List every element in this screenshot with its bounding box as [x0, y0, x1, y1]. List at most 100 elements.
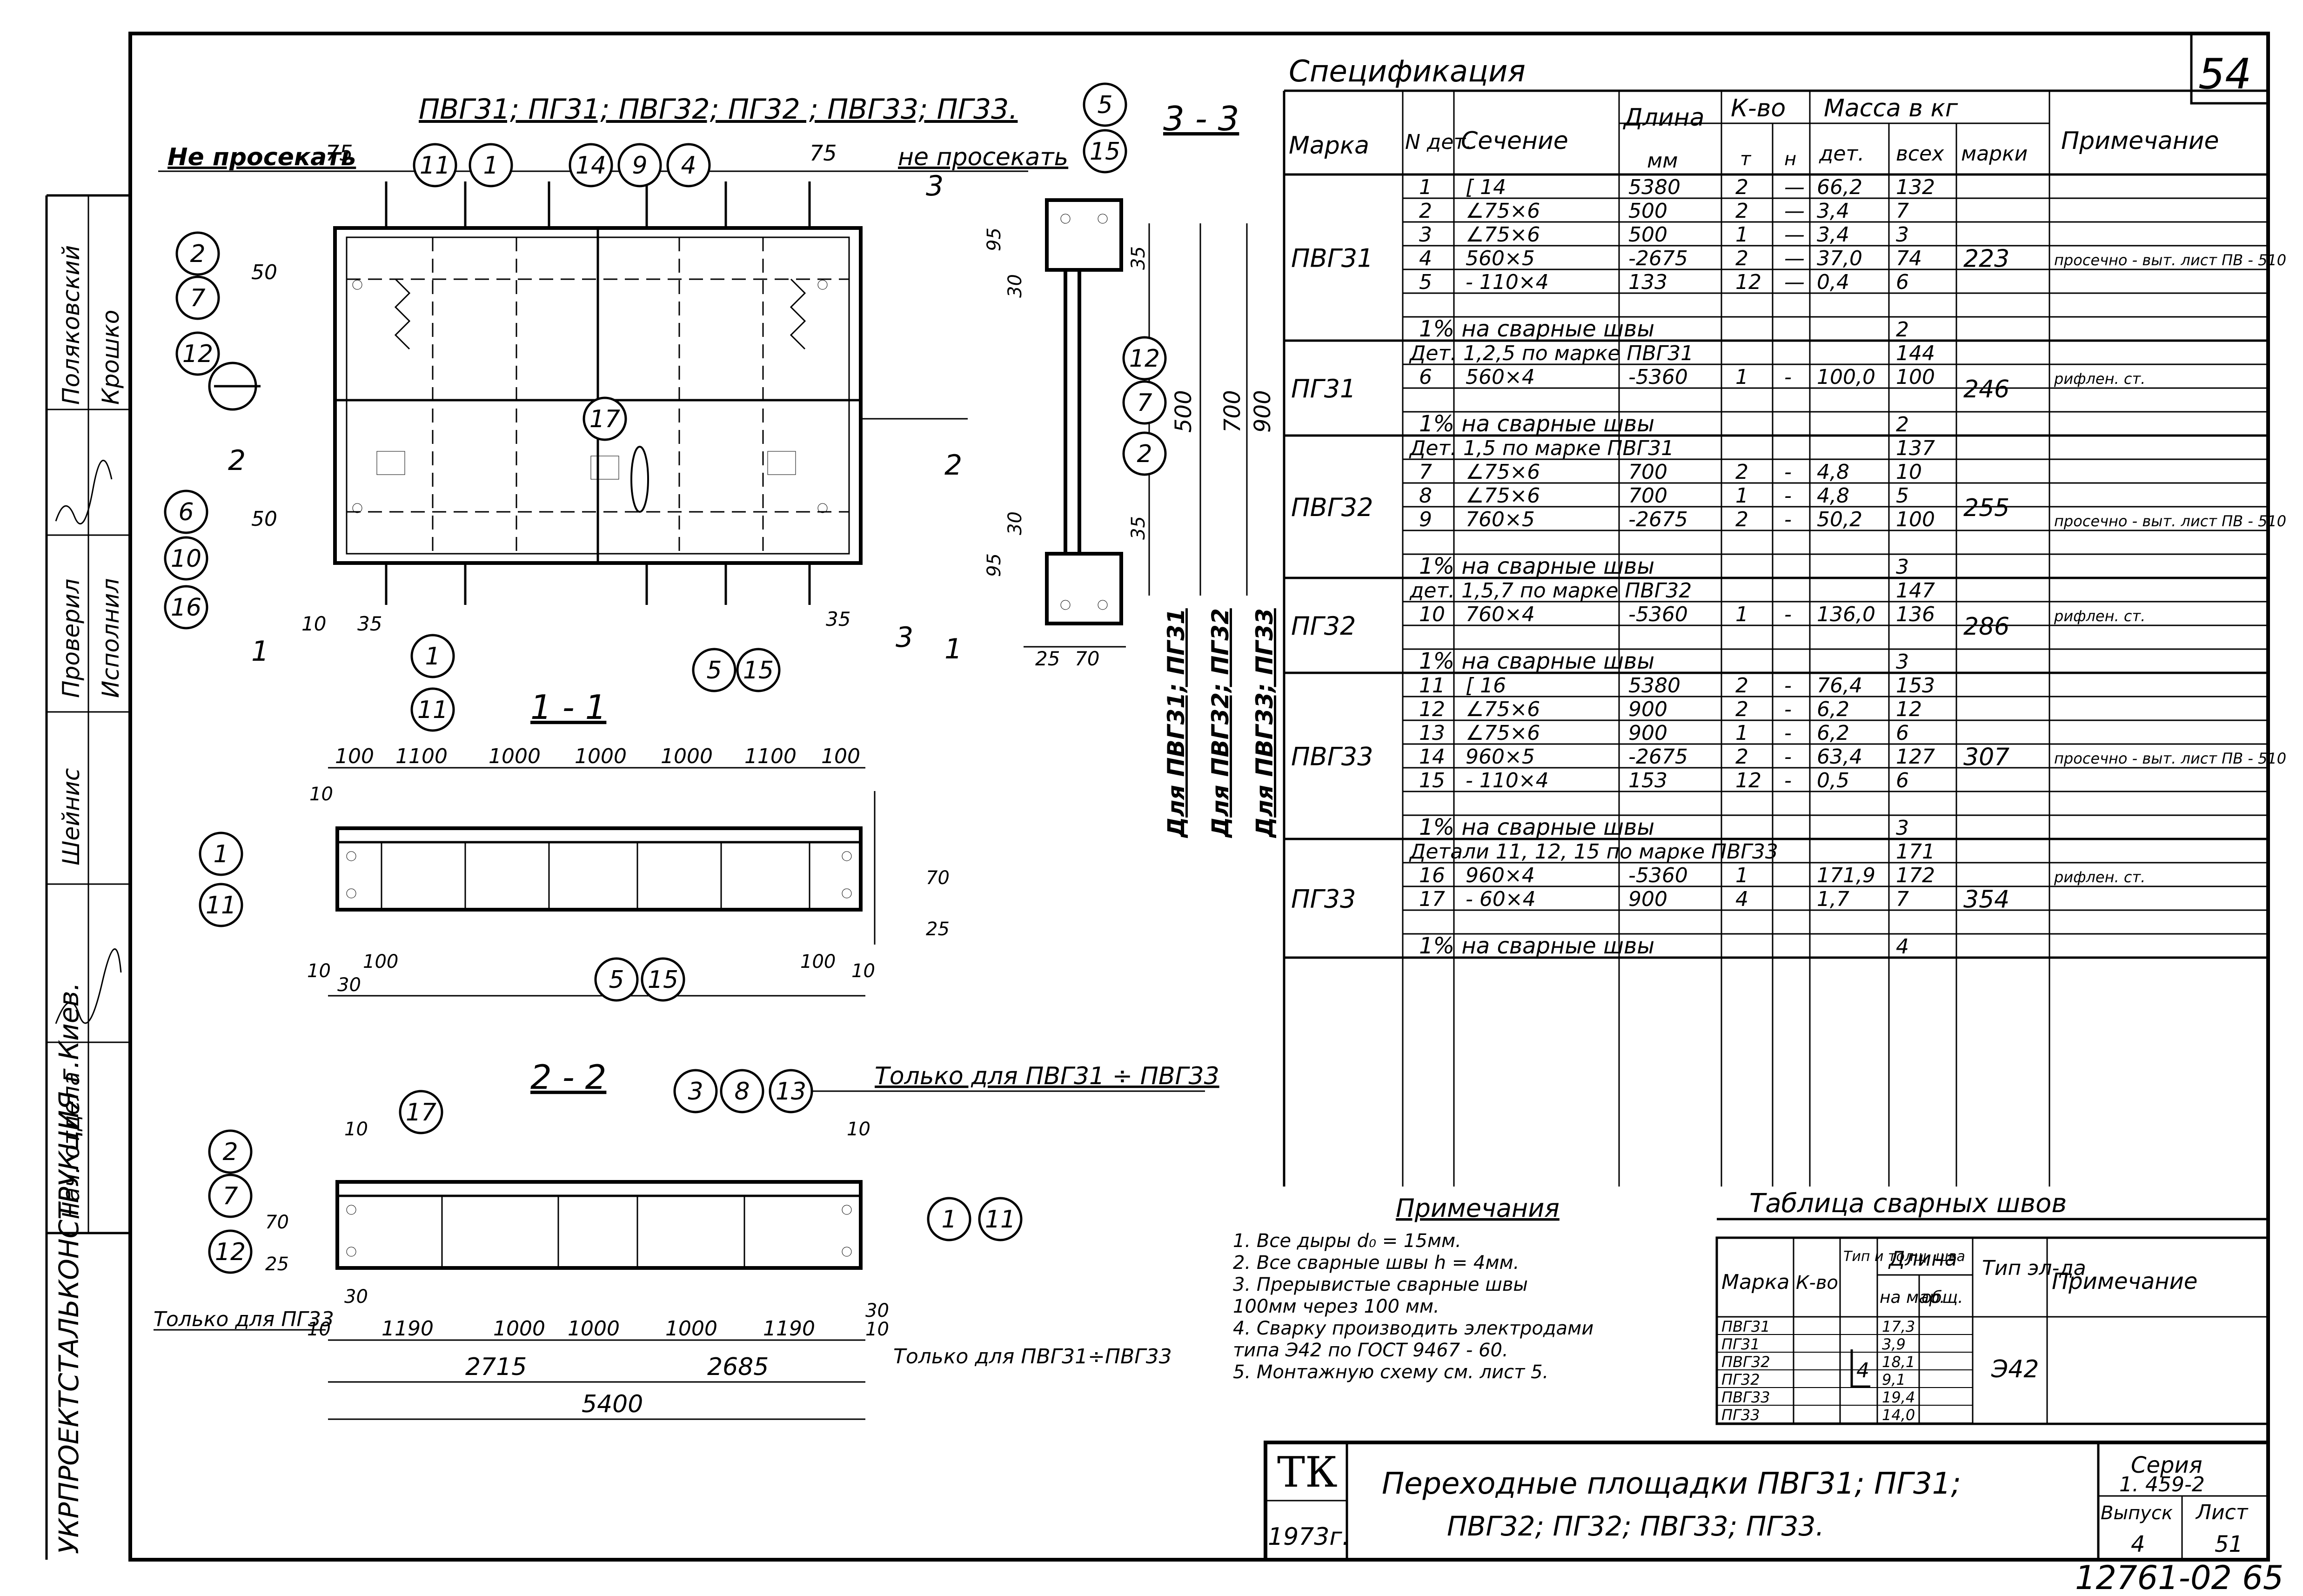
only-pvg-bottom: Только для ПВГ31÷ПВГ33	[893, 1345, 1172, 1368]
callout-9: 9	[617, 143, 662, 188]
spec-note: рифлен. ст.	[2054, 607, 2145, 625]
spec-qty-n: -	[1784, 697, 1792, 721]
drawing-title-1: Переходные площадки ПВГ31; ПГ31;	[1382, 1467, 1961, 1501]
svg-text:12: 12	[1129, 345, 1160, 373]
svg-text:2: 2	[228, 444, 246, 477]
spec-det: 9	[1419, 508, 1432, 531]
dim-note-pvg33: Для ПВГ33; ПГ33	[1251, 608, 1278, 838]
svg-text:общ.: общ.	[1921, 1288, 1963, 1307]
svg-text:Тип эл-да: Тип эл-да	[1982, 1256, 2086, 1280]
svg-text:Тип и толщ. шва: Тип и толщ. шва	[1843, 1248, 1965, 1265]
spec-mass-all: 5	[1896, 484, 1909, 508]
svg-text:1190: 1190	[763, 1317, 815, 1341]
svg-text:51: 51	[2215, 1531, 2243, 1557]
spec-weld-mass: 2	[1896, 318, 1909, 342]
svg-text:1000: 1000	[493, 1317, 545, 1341]
svg-text:1000: 1000	[575, 744, 627, 768]
callout-10: 10	[164, 536, 208, 581]
spec-mass-mark: 255	[1963, 494, 2009, 522]
spec-qty-t: 1	[1735, 864, 1748, 887]
spec-mass-mark: 354	[1963, 886, 2009, 914]
spec-mass-all: 6	[1896, 721, 1909, 745]
spec-mass-det: 0,4	[1817, 270, 1849, 294]
svg-text:75: 75	[810, 141, 837, 166]
spec-qty-n: -	[1784, 745, 1792, 769]
svg-text:10: 10	[865, 1319, 889, 1340]
svg-text:10: 10	[171, 545, 201, 573]
spec-length: -5360	[1628, 864, 1688, 887]
svg-text:1: 1	[425, 643, 440, 671]
svg-text:8: 8	[734, 1078, 750, 1106]
spec-mass-mark: 246	[1963, 376, 2009, 403]
svg-text:17: 17	[589, 405, 620, 433]
org-name: УКРПРОЕКТСТАЛЬКОНСТРУКЦИЯ г.Киев.	[53, 982, 85, 1554]
section-3-3-title: 3 - 3	[1163, 99, 1239, 138]
spec-ref-mass: 137	[1896, 436, 1935, 460]
callout-5: 5	[594, 957, 639, 1002]
spec-mass-det: 171,9	[1817, 864, 1875, 887]
spec-qty-t: 12	[1735, 270, 1761, 294]
svg-text:700: 700	[1219, 390, 1245, 433]
spec-mass-all: 74	[1896, 247, 1922, 270]
spec-length: 133	[1628, 270, 1667, 294]
svg-text:100: 100	[800, 951, 836, 972]
svg-text:11: 11	[420, 152, 450, 180]
spec-length: 700	[1628, 460, 1667, 484]
svg-text:50: 50	[251, 507, 277, 531]
spec-qty-n: —	[1784, 247, 1805, 270]
spec-mass-det: 100,0	[1817, 365, 1875, 389]
spec-mass-det: 37,0	[1817, 247, 1862, 270]
spec-weld-mass: 3	[1896, 816, 1909, 840]
no-cut-right: не просекать	[898, 143, 1068, 171]
svg-text:Серия: Серия	[2131, 1452, 2203, 1478]
svg-text:11: 11	[985, 1206, 1016, 1234]
spec-section: 960×4	[1466, 864, 1535, 887]
svg-text:Сечение: Сечение	[1461, 127, 1568, 155]
svg-text:15: 15	[1090, 138, 1120, 166]
svg-text:Выпуск: Выпуск	[2101, 1502, 2173, 1524]
callout-1: 1	[199, 832, 243, 876]
svg-text:1000: 1000	[489, 744, 541, 768]
svg-text:1: 1	[944, 633, 962, 665]
spec-det: 2	[1419, 199, 1432, 223]
callout-12: 12	[208, 1229, 253, 1274]
spec-det: 15	[1419, 769, 1445, 792]
signature	[55, 460, 113, 525]
spec-mark: ПГ32	[1291, 611, 1356, 641]
weld-length: 14,0	[1882, 1406, 1915, 1424]
svg-text:7: 7	[1137, 389, 1152, 417]
year: 1973г.	[1268, 1523, 1350, 1551]
section-3-3: 3 - 3 95 30 35 500 700 900 30 35 95 25 7…	[984, 99, 1278, 838]
svg-text:35: 35	[826, 608, 850, 630]
svg-text:10: 10	[301, 612, 326, 635]
svg-text:4: 4	[1856, 1359, 1869, 1382]
spec-weld-mass: 3	[1896, 555, 1909, 579]
spec-mass-all: 7	[1896, 199, 1909, 223]
callout-1: 1	[410, 634, 455, 678]
callout-13: 13	[769, 1069, 813, 1113]
spec-qty-n: -	[1784, 460, 1792, 484]
svg-text:100: 100	[821, 744, 860, 768]
spec-qty-n: —	[1784, 270, 1805, 294]
svg-text:30: 30	[1004, 511, 1026, 535]
spec-qty-t: 1	[1735, 365, 1748, 389]
spec-qty-t: 4	[1735, 887, 1748, 911]
callout-17: 17	[399, 1090, 443, 1134]
svg-text:н: н	[1784, 148, 1796, 170]
svg-text:1100: 1100	[744, 744, 797, 768]
svg-text:9: 9	[632, 152, 647, 180]
svg-text:12: 12	[182, 340, 213, 368]
spec-mass-det: 136,0	[1817, 603, 1875, 626]
weld-mark: ПГ31	[1721, 1335, 1760, 1353]
spec-mass-all: 100	[1896, 365, 1935, 389]
svg-text:30: 30	[865, 1300, 889, 1321]
callout-12: 12	[1122, 336, 1167, 381]
section-2-2-title: 2 - 2	[530, 1058, 606, 1097]
callout-2: 2	[208, 1129, 253, 1174]
svg-text:1: 1	[251, 635, 269, 668]
spec-ref-text: Дет. 1,5 по марке ПВГ31	[1409, 436, 1674, 460]
spec-mass-det: 3,4	[1817, 223, 1849, 247]
callout-3: 3	[673, 1069, 718, 1113]
callout-2: 2	[1122, 431, 1167, 476]
